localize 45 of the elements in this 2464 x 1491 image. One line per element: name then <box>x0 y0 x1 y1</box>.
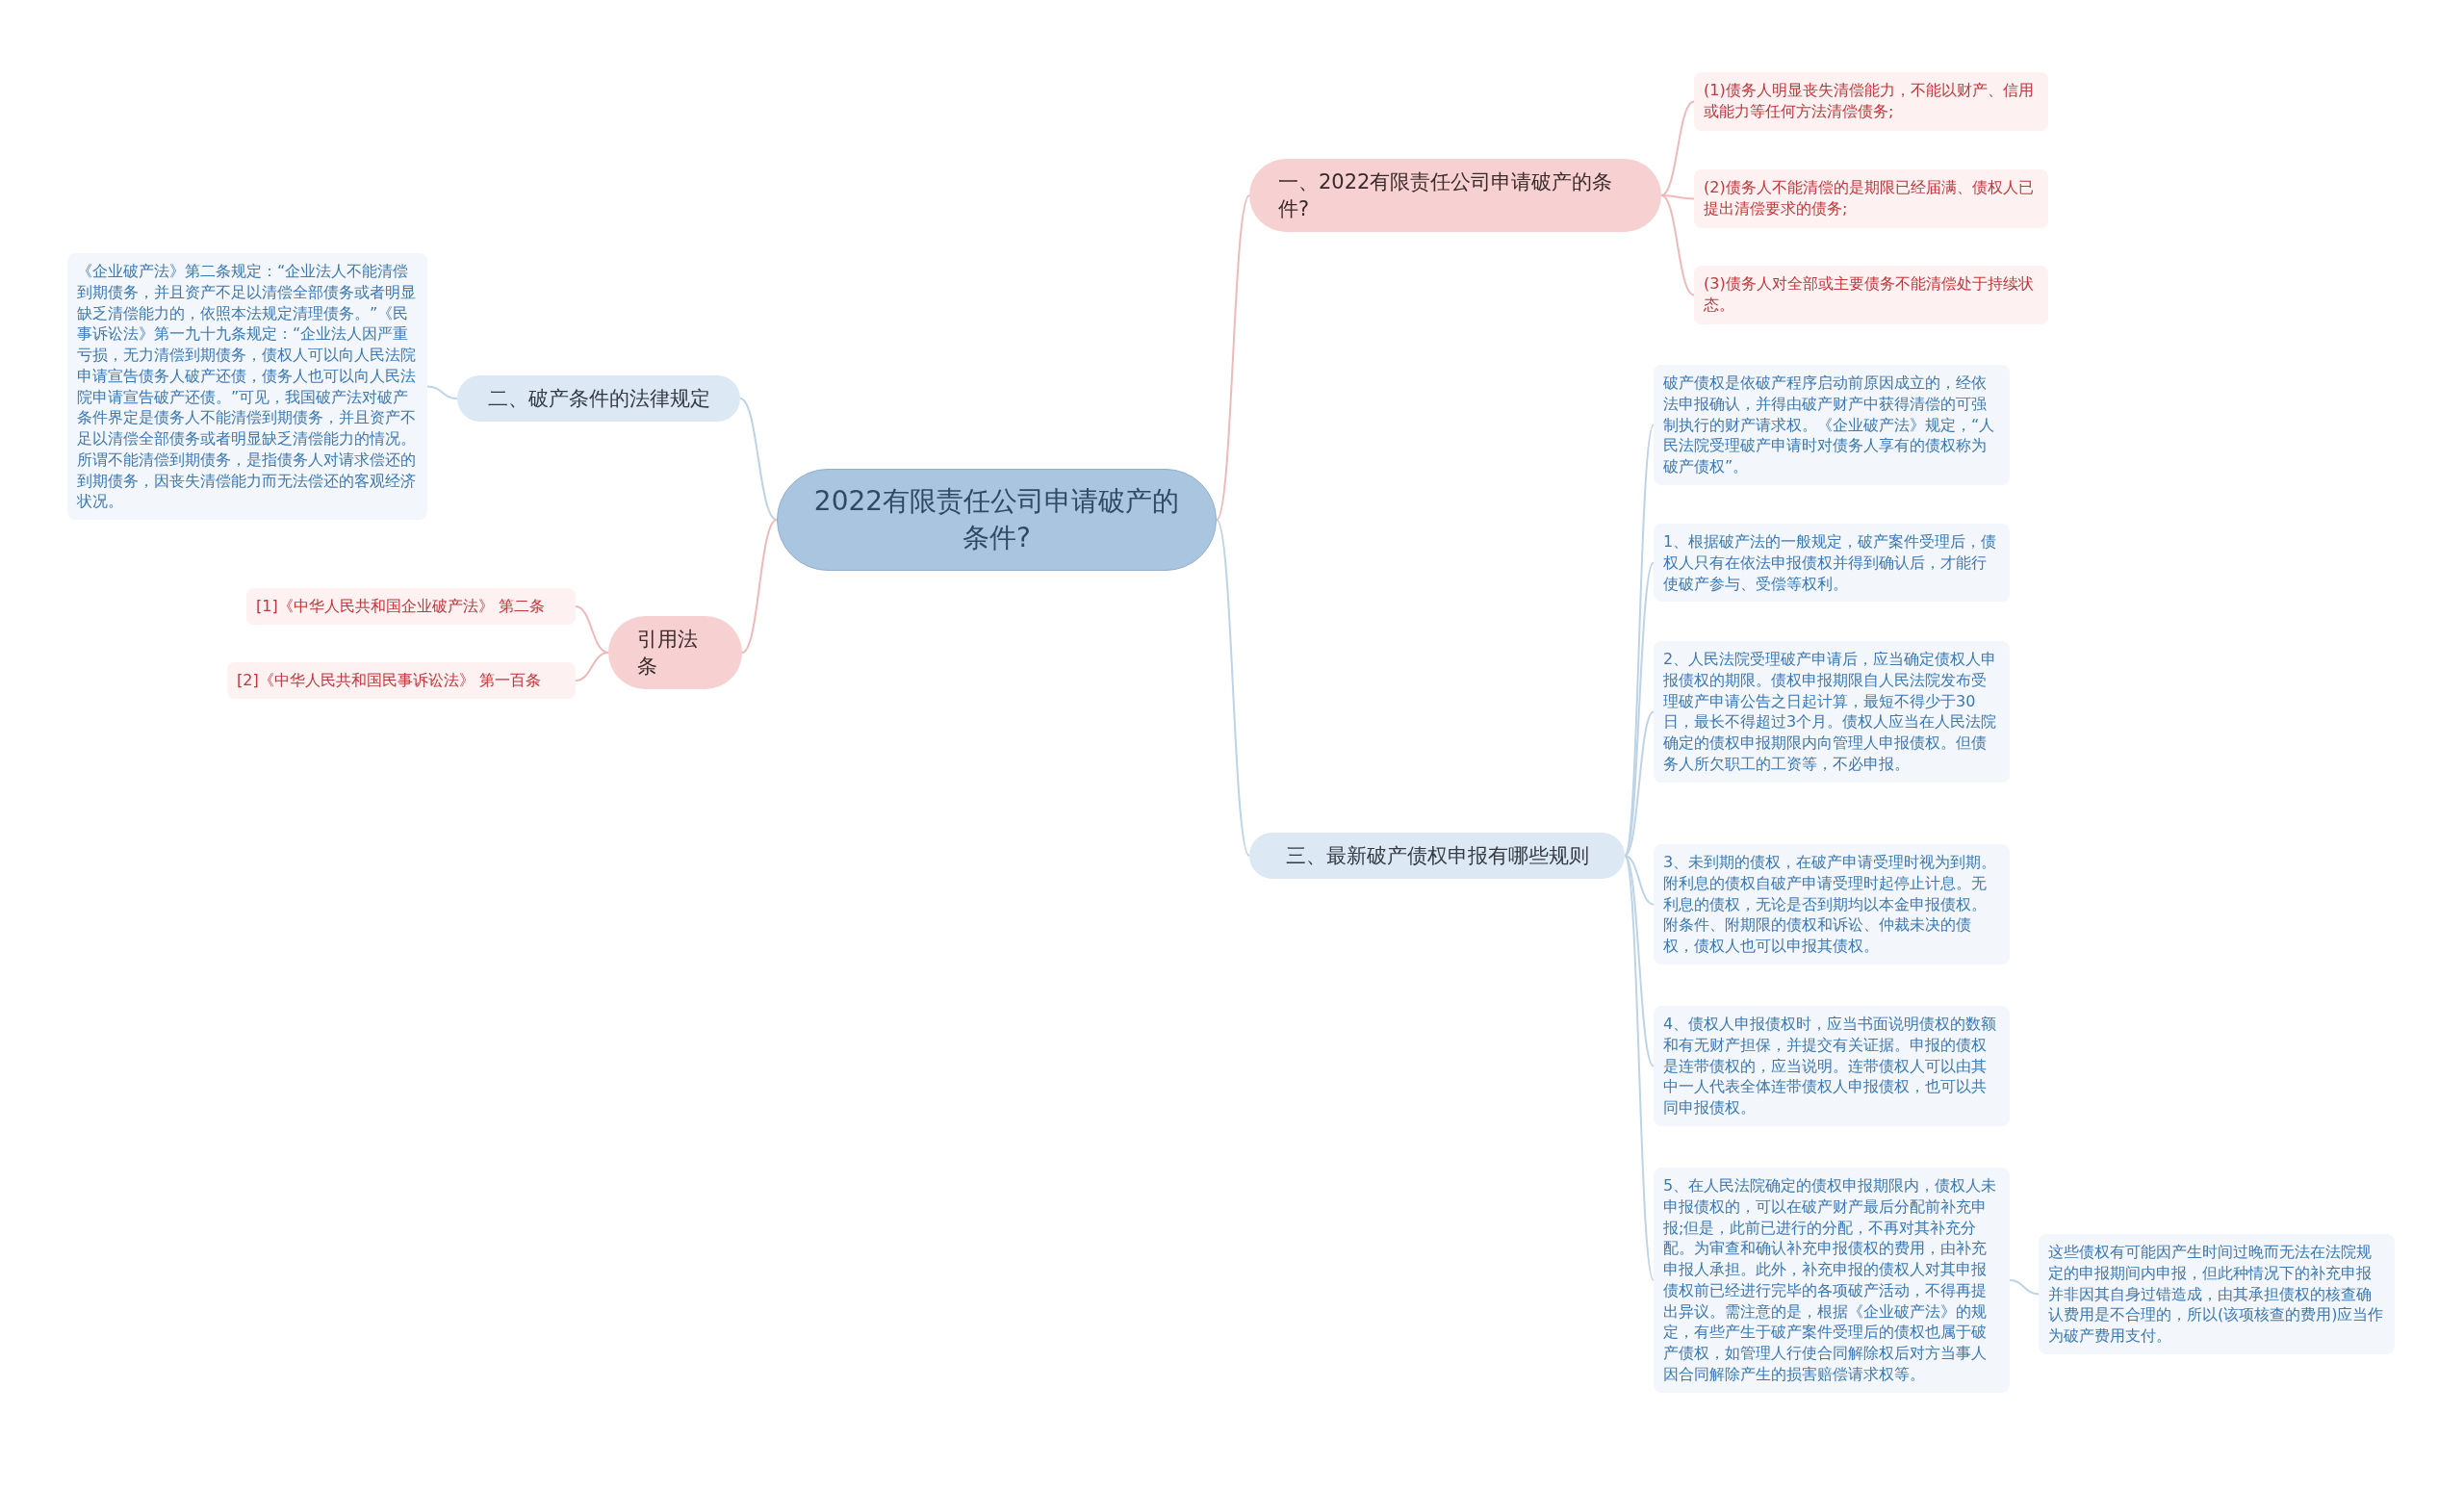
node-text: 2022有限责任公司申请破产的条件? <box>812 484 1181 555</box>
connector-line <box>1660 194 1695 296</box>
note-card <box>2039 1234 2395 1354</box>
node-text: (2)债务人不能清偿的是期限已经届满、债权人已提出清偿要求的债务; <box>1704 177 2035 220</box>
node-text: 三、最新破产债权申报有哪些规则 <box>1284 843 1590 869</box>
node-text: [1]《中华人民共和国企业破产法》 第二条 <box>256 596 546 617</box>
connector-line <box>1624 561 1655 857</box>
branch-topic <box>457 375 740 422</box>
note-card <box>1654 1006 2010 1126</box>
note-card <box>1694 72 2048 131</box>
connector-line <box>741 519 778 654</box>
connector-line <box>426 385 458 399</box>
node-text: 二、破产条件的法律规定 <box>486 386 711 412</box>
note-card <box>1654 641 2010 783</box>
note-card <box>1694 266 2048 324</box>
node-text: 2、人民法院受理破产申请后，应当确定债权人申报债权的期限。债权申报期限自人民法院发布受理破产申请公告之日起计算，最短不得少于30日，最长不得超过3个月。债权人应当在人民法院确定的债权申报期限内向管理人申报债权。但债务人所欠职工的工资等，不必申报。 <box>1663 649 1998 775</box>
connector-line <box>1216 194 1250 521</box>
note-card <box>246 588 576 626</box>
connector-line <box>739 398 778 521</box>
note-card <box>1694 169 2048 228</box>
node-text: 这些债权有可能因产生时间过晚而无法在法院规定的申报期间内申报，但此种情况下的补充申报并非因其自身过错造成，由其承担债权的核查确认费用是不合理的，所以(该项核查的费用)应当作为破产费用支付。 <box>2048 1242 2385 1347</box>
connector-line <box>1660 100 1695 196</box>
connector-line <box>1624 710 1655 857</box>
connector-line <box>1624 855 1655 1281</box>
connector-line <box>1624 855 1655 906</box>
node-text: 《企业破产法》第二条规定：“企业法人不能清偿到期债务，并且资产不足以清偿全部债务或者明显缺乏清偿能力的，依照本法规定清理债务。”《民事诉讼法》第一九十九条规定：“企业法人因严重亏损，无力清偿到期债务，债权人可以向人民法院申请宣告债务人破产还债，债务人也可以向人民法院申请宣告破产还债。”可见，我国破产法对破产条件界定是债务人不能清偿到期债务，并且资产不足以清偿全部债务或者明显缺乏清偿能力的情况。所谓不能清偿到期债务，是指债务人对请求偿还的到期债务，因丧失清偿能力而无法偿还的客观经济状况。 <box>77 261 417 512</box>
connector-line <box>2009 1279 2040 1296</box>
note-card <box>1654 365 2010 485</box>
node-text: (1)债务人明显丧失清偿能力，不能以财产、信用或能力等任何方法清偿债务; <box>1704 80 2035 123</box>
node-text: 4、债权人申报债权时，应当书面说明债权的数额和有无财产担保，并提交有关证据。申报的债权是连带债权的，应当说明。连带债权人可以由其中一人代表全体连带债权人申报债权，也可以共同申报债权。 <box>1663 1014 1998 1118</box>
node-text: 1、根据破产法的一般规定，破产案件受理后，债权人只有在依法申报债权并得到确认后，才能行使破产参与、受偿等权利。 <box>1663 531 1998 595</box>
node-text: [2]《中华人民共和国民事诉讼法》 第一百条 <box>237 670 542 691</box>
node-text: (3)债务人对全部或主要债务不能清偿处于持续状态。 <box>1704 273 2035 317</box>
node-text: 破产债权是依破产程序启动前原因成立的，经依法申报确认，并得由破产财产中获得清偿的可强制执行的财产请求权。《企业破产法》规定，“人民法院受理破产申请时对债务人享有的债权称为破产债权”。 <box>1663 373 1996 477</box>
node-text: 3、未到期的债权，在破产申请受理时视为到期。附利息的债权自破产申请受理时起停止计息。无利息的债权，无论是否到期均以本金申报债权。附条件、附期限的债权和诉讼、仲裁未决的债权，债权人也可以申报其债权。 <box>1663 852 1998 957</box>
connector-line <box>1216 519 1250 857</box>
node-text: 一、2022有限责任公司申请破产的条件? <box>1278 169 1614 222</box>
connector-line <box>575 652 609 681</box>
note-card <box>1654 844 2010 964</box>
node-text: 5、在人民法院确定的债权申报期限内，债权人未申报债权的，可以在破产财产最后分配前补充申报;但是，此前已进行的分配，不再对其补充分配。为审查和确认补充申报债权的费用，由补充申报人承担。此外，补充申报的债权人对其申报债权前已经进行完毕的各项破产活动，不得再提出异议。需注意的是，根据《企业破产法》的规定，有些产生于破产案件受理后的债权也属于破产债权，如管理人行使合同解除权后对方当事人因合同解除产生的损害赔偿请求权等。 <box>1663 1175 1998 1385</box>
branch-topic <box>1249 833 1625 879</box>
node-text: 引用法条 <box>637 627 699 680</box>
note-card <box>1654 524 2010 603</box>
connector-line <box>1624 855 1655 1067</box>
note-card <box>227 662 576 700</box>
